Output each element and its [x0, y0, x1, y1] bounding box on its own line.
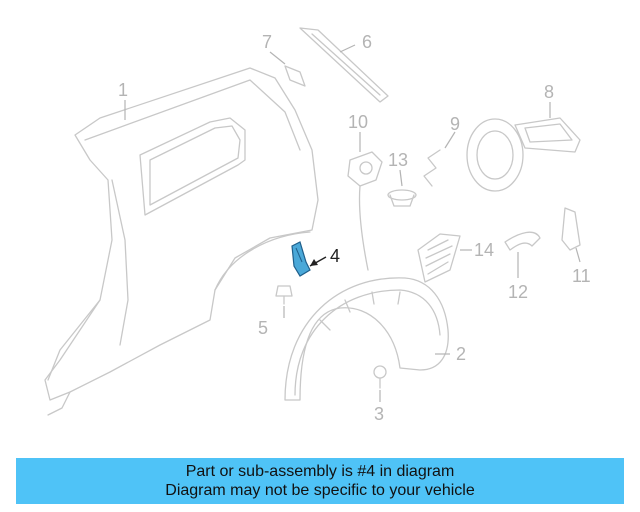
callout-2: 2 — [456, 344, 466, 364]
info-banner: Part or sub-assembly is #4 in diagram Di… — [16, 458, 624, 504]
callout-13: 13 — [388, 150, 408, 170]
banner-line-disclaimer: Diagram may not be specific to your vehi… — [165, 482, 475, 499]
grommet-part-13 — [387, 189, 417, 207]
callout-3: 3 — [374, 404, 384, 424]
vent-part-14 — [417, 233, 461, 283]
banner-line-part-number: Part or sub-assembly is #4 in diagram — [185, 463, 455, 480]
callout-8: 8 — [544, 82, 554, 102]
highlighted-part-4 — [291, 241, 311, 277]
quarter-panel-part-1 — [44, 67, 319, 416]
screw-part-3 — [373, 365, 387, 389]
bracket-part-11 — [561, 207, 581, 251]
callout-12: 12 — [508, 282, 528, 302]
actuator-part-10 — [347, 151, 383, 271]
leader-line-4 — [309, 256, 327, 267]
pin-part-5 — [275, 285, 293, 305]
parts-diagram: 1 2 3 4 5 6 7 8 9 10 11 12 13 14 — [44, 27, 591, 424]
strip-part-6 — [299, 27, 389, 103]
callout-9: 9 — [450, 114, 460, 134]
callout-14: 14 — [474, 240, 494, 260]
wheel-liner-part-2 — [284, 277, 449, 401]
spring-part-9 — [423, 149, 441, 187]
hose-part-12 — [504, 231, 541, 251]
fuel-door-part-8 — [466, 117, 581, 192]
callout-11: 11 — [572, 266, 591, 286]
callout-7: 7 — [262, 32, 272, 52]
callout-6: 6 — [362, 32, 372, 52]
callout-5: 5 — [258, 318, 268, 338]
callout-1: 1 — [118, 80, 128, 100]
callout-10: 10 — [348, 112, 368, 132]
leader-lines — [124, 44, 581, 402]
callout-4: 4 — [330, 246, 340, 266]
clip-part-7 — [284, 65, 306, 87]
